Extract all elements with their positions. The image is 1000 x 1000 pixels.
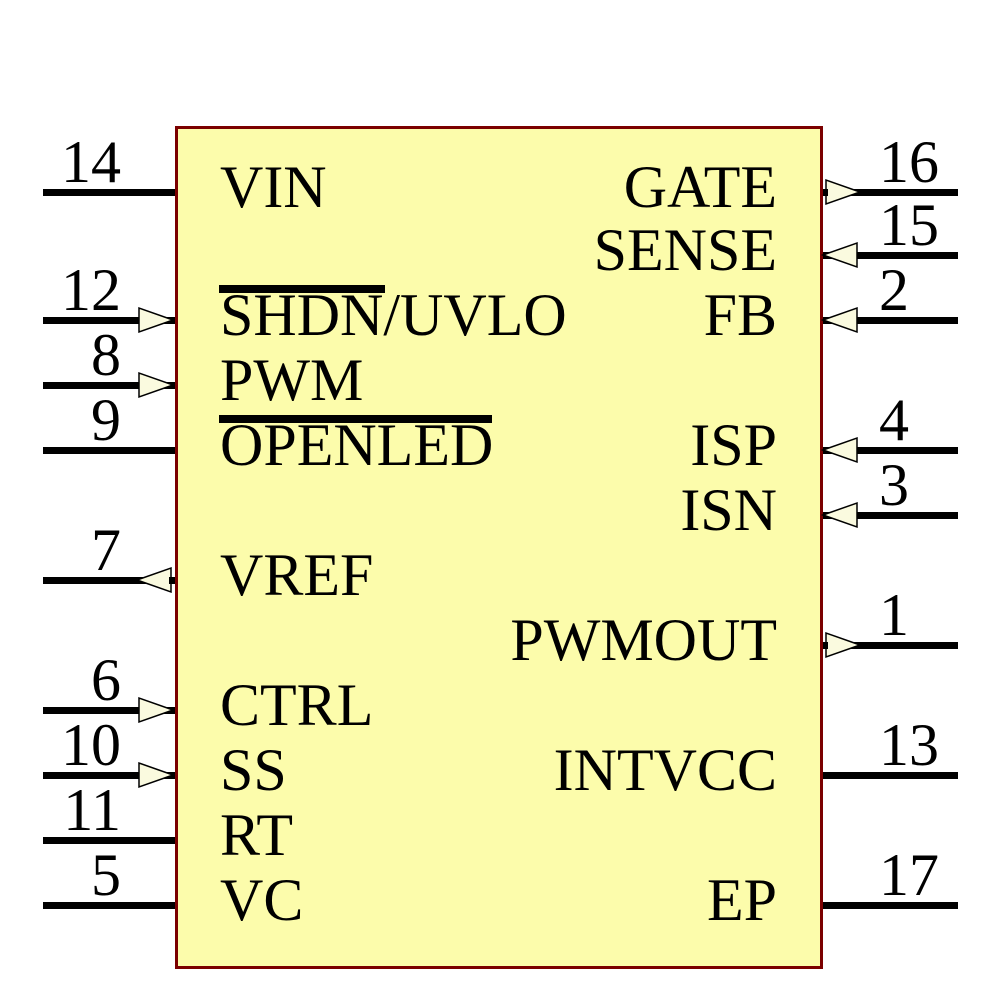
pin-wire[interactable] bbox=[823, 189, 958, 196]
pin-label: VIN bbox=[220, 154, 327, 220]
pin-number: 17 bbox=[879, 842, 939, 908]
pin-number: 14 bbox=[61, 129, 121, 195]
pin-wire[interactable] bbox=[823, 252, 958, 259]
pin-number: 5 bbox=[91, 842, 121, 908]
pin-number: 12 bbox=[61, 257, 121, 323]
pin-label: VC bbox=[220, 867, 304, 933]
input-arrow-icon bbox=[138, 306, 175, 334]
pin-label: FB bbox=[703, 282, 777, 348]
pin-wire[interactable] bbox=[823, 902, 958, 909]
input-arrow-icon bbox=[821, 306, 858, 334]
pin-wire-stub bbox=[823, 189, 828, 196]
pin-label: EP bbox=[706, 867, 777, 933]
pin-wire-stub bbox=[823, 642, 828, 649]
pin-number: 11 bbox=[63, 777, 121, 843]
pin-wire[interactable] bbox=[43, 707, 175, 714]
pin-wire[interactable] bbox=[43, 189, 175, 196]
pin-number: 15 bbox=[879, 192, 939, 258]
pin-wire[interactable] bbox=[823, 642, 958, 649]
input-arrow-icon bbox=[138, 761, 175, 789]
pin-wire-stub bbox=[169, 577, 175, 584]
pin-label: SS bbox=[220, 737, 287, 803]
pin-wire[interactable] bbox=[823, 447, 958, 454]
output-arrow-icon bbox=[825, 631, 862, 659]
input-arrow-icon bbox=[138, 696, 175, 724]
pin-number: 6 bbox=[91, 647, 121, 713]
pin-label: OPENLED bbox=[220, 412, 494, 478]
pin-wire[interactable] bbox=[823, 772, 958, 779]
input-arrow-icon bbox=[821, 436, 858, 464]
pin-number: 9 bbox=[91, 387, 121, 453]
pin-number: 3 bbox=[879, 452, 909, 518]
pin-wire[interactable] bbox=[823, 317, 958, 324]
pin-label: ISN bbox=[680, 477, 777, 543]
pin-label: ISP bbox=[690, 412, 777, 478]
pin-number: 2 bbox=[879, 257, 909, 323]
pin-label: SENSE bbox=[593, 217, 777, 283]
pin-wire[interactable] bbox=[43, 447, 175, 454]
output-arrow-icon bbox=[825, 178, 862, 206]
output-arrow-icon bbox=[135, 566, 172, 594]
pin-label: CTRL bbox=[220, 672, 374, 738]
pin-number: 8 bbox=[91, 322, 121, 388]
pin-wire[interactable] bbox=[43, 772, 175, 779]
pin-wire[interactable] bbox=[43, 577, 175, 584]
pin-label: SHDN/UVLO bbox=[220, 282, 567, 348]
input-arrow-icon bbox=[821, 241, 858, 269]
pin-label: VREF bbox=[220, 542, 374, 608]
pin-wire[interactable] bbox=[823, 512, 958, 519]
pin-number: 4 bbox=[879, 387, 909, 453]
pin-label: GATE bbox=[623, 154, 777, 220]
pin-number: 10 bbox=[61, 712, 121, 778]
ic-body[interactable] bbox=[175, 126, 823, 969]
pin-number: 13 bbox=[879, 712, 939, 778]
pin-label: PWMOUT bbox=[510, 607, 777, 673]
shdn-overline bbox=[219, 285, 385, 293]
pin-wire[interactable] bbox=[43, 382, 175, 389]
openled-overline bbox=[219, 415, 492, 423]
pin-wire[interactable] bbox=[43, 317, 175, 324]
pin-number: 16 bbox=[879, 129, 939, 195]
input-arrow-icon bbox=[821, 501, 858, 529]
pin-number: 7 bbox=[91, 517, 121, 583]
pin-wire[interactable] bbox=[43, 837, 175, 844]
pin-number: 1 bbox=[879, 582, 909, 648]
pin-label: RT bbox=[220, 802, 294, 868]
pin-label: PWM bbox=[220, 347, 364, 413]
pin-label: INTVCC bbox=[553, 737, 777, 803]
pin-wire[interactable] bbox=[43, 902, 175, 909]
input-arrow-icon bbox=[138, 371, 175, 399]
